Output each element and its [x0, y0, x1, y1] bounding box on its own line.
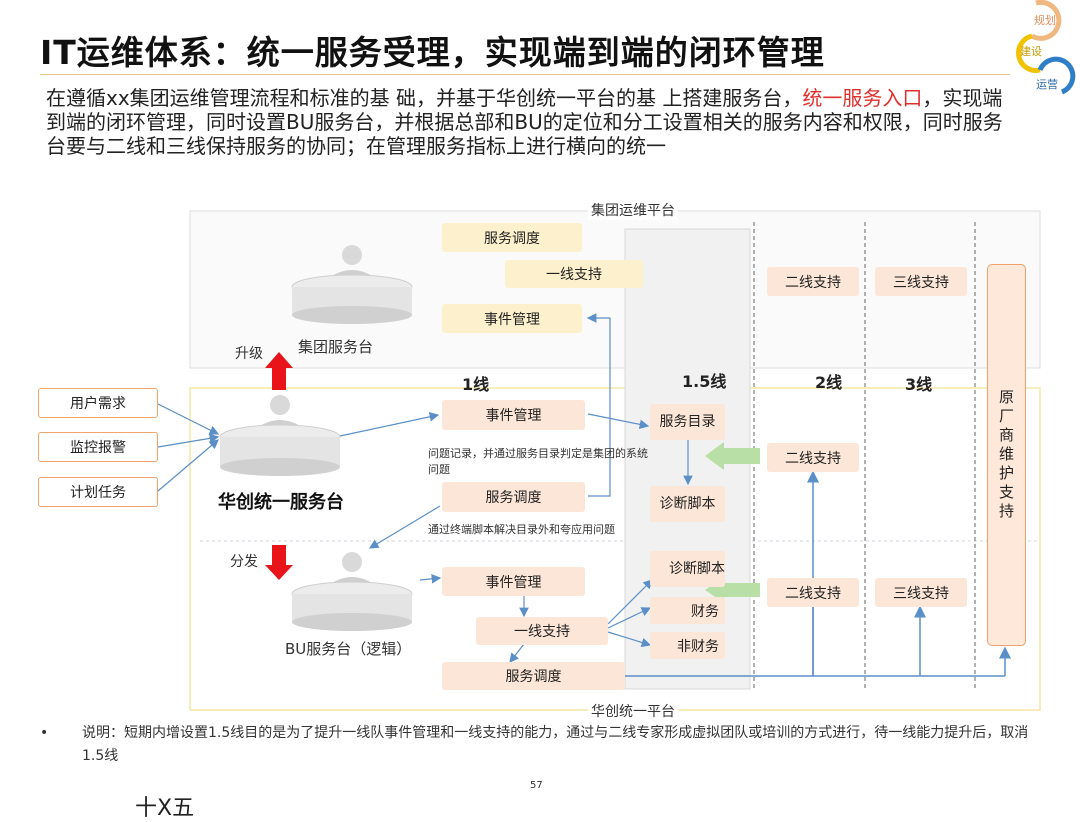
- upgrade-label: 升级: [235, 346, 263, 362]
- bot-incident-box: 事件管理: [442, 567, 585, 596]
- input-user-request: 用户需求: [38, 388, 158, 418]
- mid-catalog-box: 服务目录: [650, 404, 725, 440]
- title-divider: [40, 74, 1010, 75]
- group-desk-figure: [291, 245, 413, 324]
- page-title: IT运维体系：统一服务受理，实现端到端的闭环管理: [40, 33, 825, 72]
- bot-support1-box: 一线支持: [476, 617, 608, 645]
- upgrade-arrow-head: [265, 352, 293, 368]
- top-dispatch-box: 服务调度: [442, 223, 582, 252]
- group-desk-label: 集团服务台: [298, 338, 374, 356]
- cycle-build: 建设: [1020, 44, 1042, 58]
- bu-desk-label: BU服务台（逻辑）: [285, 640, 412, 658]
- top-platform-label: 集团运维平台: [588, 200, 678, 220]
- cycle-operate: 运营: [1036, 77, 1058, 91]
- intro-highlight: 统一服务入口: [802, 86, 923, 110]
- mid-incident-box: 事件管理: [442, 400, 585, 430]
- mid-script-box: 诊断脚本: [650, 486, 725, 522]
- intro-paragraph: 在遵循xx集团运维管理流程和标准的基 础，并基于华创统一平台的基 上搭建服务台，…: [46, 86, 1011, 158]
- bot-dispatch-box: 服务调度: [442, 662, 625, 690]
- bot-support3-box: 三线支持: [875, 578, 967, 607]
- mid-dispatch-box: 服务调度: [442, 482, 585, 512]
- dispatch-label: 分发: [230, 554, 258, 570]
- level-1: 1线: [462, 375, 490, 394]
- top-support2-box: 二线支持: [767, 267, 859, 296]
- vendor-support-box: 原厂商维护支持: [987, 264, 1026, 646]
- level-1-5: 1.5线: [682, 372, 727, 391]
- top-support1-box: 一线支持: [505, 260, 643, 288]
- cycle-plan: 规划: [1034, 13, 1056, 27]
- mid-support2-box: 二线支持: [767, 443, 859, 472]
- plan-build-operate-logo: 规划 建设 运营: [1016, 0, 1076, 95]
- input-monitor-alert: 监控报警: [38, 432, 158, 462]
- bottom-platform-label: 华创统一平台: [588, 701, 678, 721]
- note-terminal-script: 通过终端脚本解决目录外和夸应用问题: [428, 523, 615, 536]
- main-desk-figure: [219, 395, 341, 476]
- level-2: 2线: [815, 373, 843, 392]
- input-planned-task: 计划任务: [38, 477, 158, 507]
- level-3: 3线: [905, 375, 933, 394]
- top-incident-box: 事件管理: [442, 304, 582, 333]
- footnote-bullet: •: [40, 725, 49, 741]
- bot-support2-box: 二线支持: [767, 578, 859, 607]
- bu-desk-figure: [291, 552, 413, 631]
- bot-script-box: 诊断脚本: [650, 551, 725, 587]
- footnote-text: 说明：短期内增设置1.5线目的是为了提升一线队事件管理和一线支持的能力，通过与二…: [82, 725, 1029, 764]
- bot-finance-box: 财务: [650, 597, 725, 624]
- green-arrow-mid: [705, 442, 760, 470]
- footnote: • 说明：短期内增设置1.5线目的是为了提升一线队事件管理和一线支持的能力，通过…: [40, 722, 1030, 768]
- page-number: 57: [530, 780, 543, 791]
- dispatch-arrow-body: [272, 545, 286, 565]
- bottom-fragment-text: 十X五: [135, 796, 195, 821]
- main-desk-label: 华创统一服务台: [218, 492, 344, 513]
- intro-text-1: 在遵循xx集团运维管理流程和标准的基 础，并基于华创统一平台的基 上搭建服务台，: [46, 86, 803, 110]
- note-problem-record: 问题记录，并通过服务目录判定是集团的系统问题: [428, 447, 648, 476]
- bot-nonfinance-box: 非财务: [650, 632, 725, 659]
- intro-text-2: ，实现端到端的闭环管理，同时设置BU服务台，并根据总部和BU的定位和分工设置相关…: [46, 86, 1003, 158]
- top-support3-box: 三线支持: [875, 267, 967, 296]
- upgrade-arrow-body: [272, 368, 286, 390]
- dispatch-arrow-head: [265, 565, 293, 580]
